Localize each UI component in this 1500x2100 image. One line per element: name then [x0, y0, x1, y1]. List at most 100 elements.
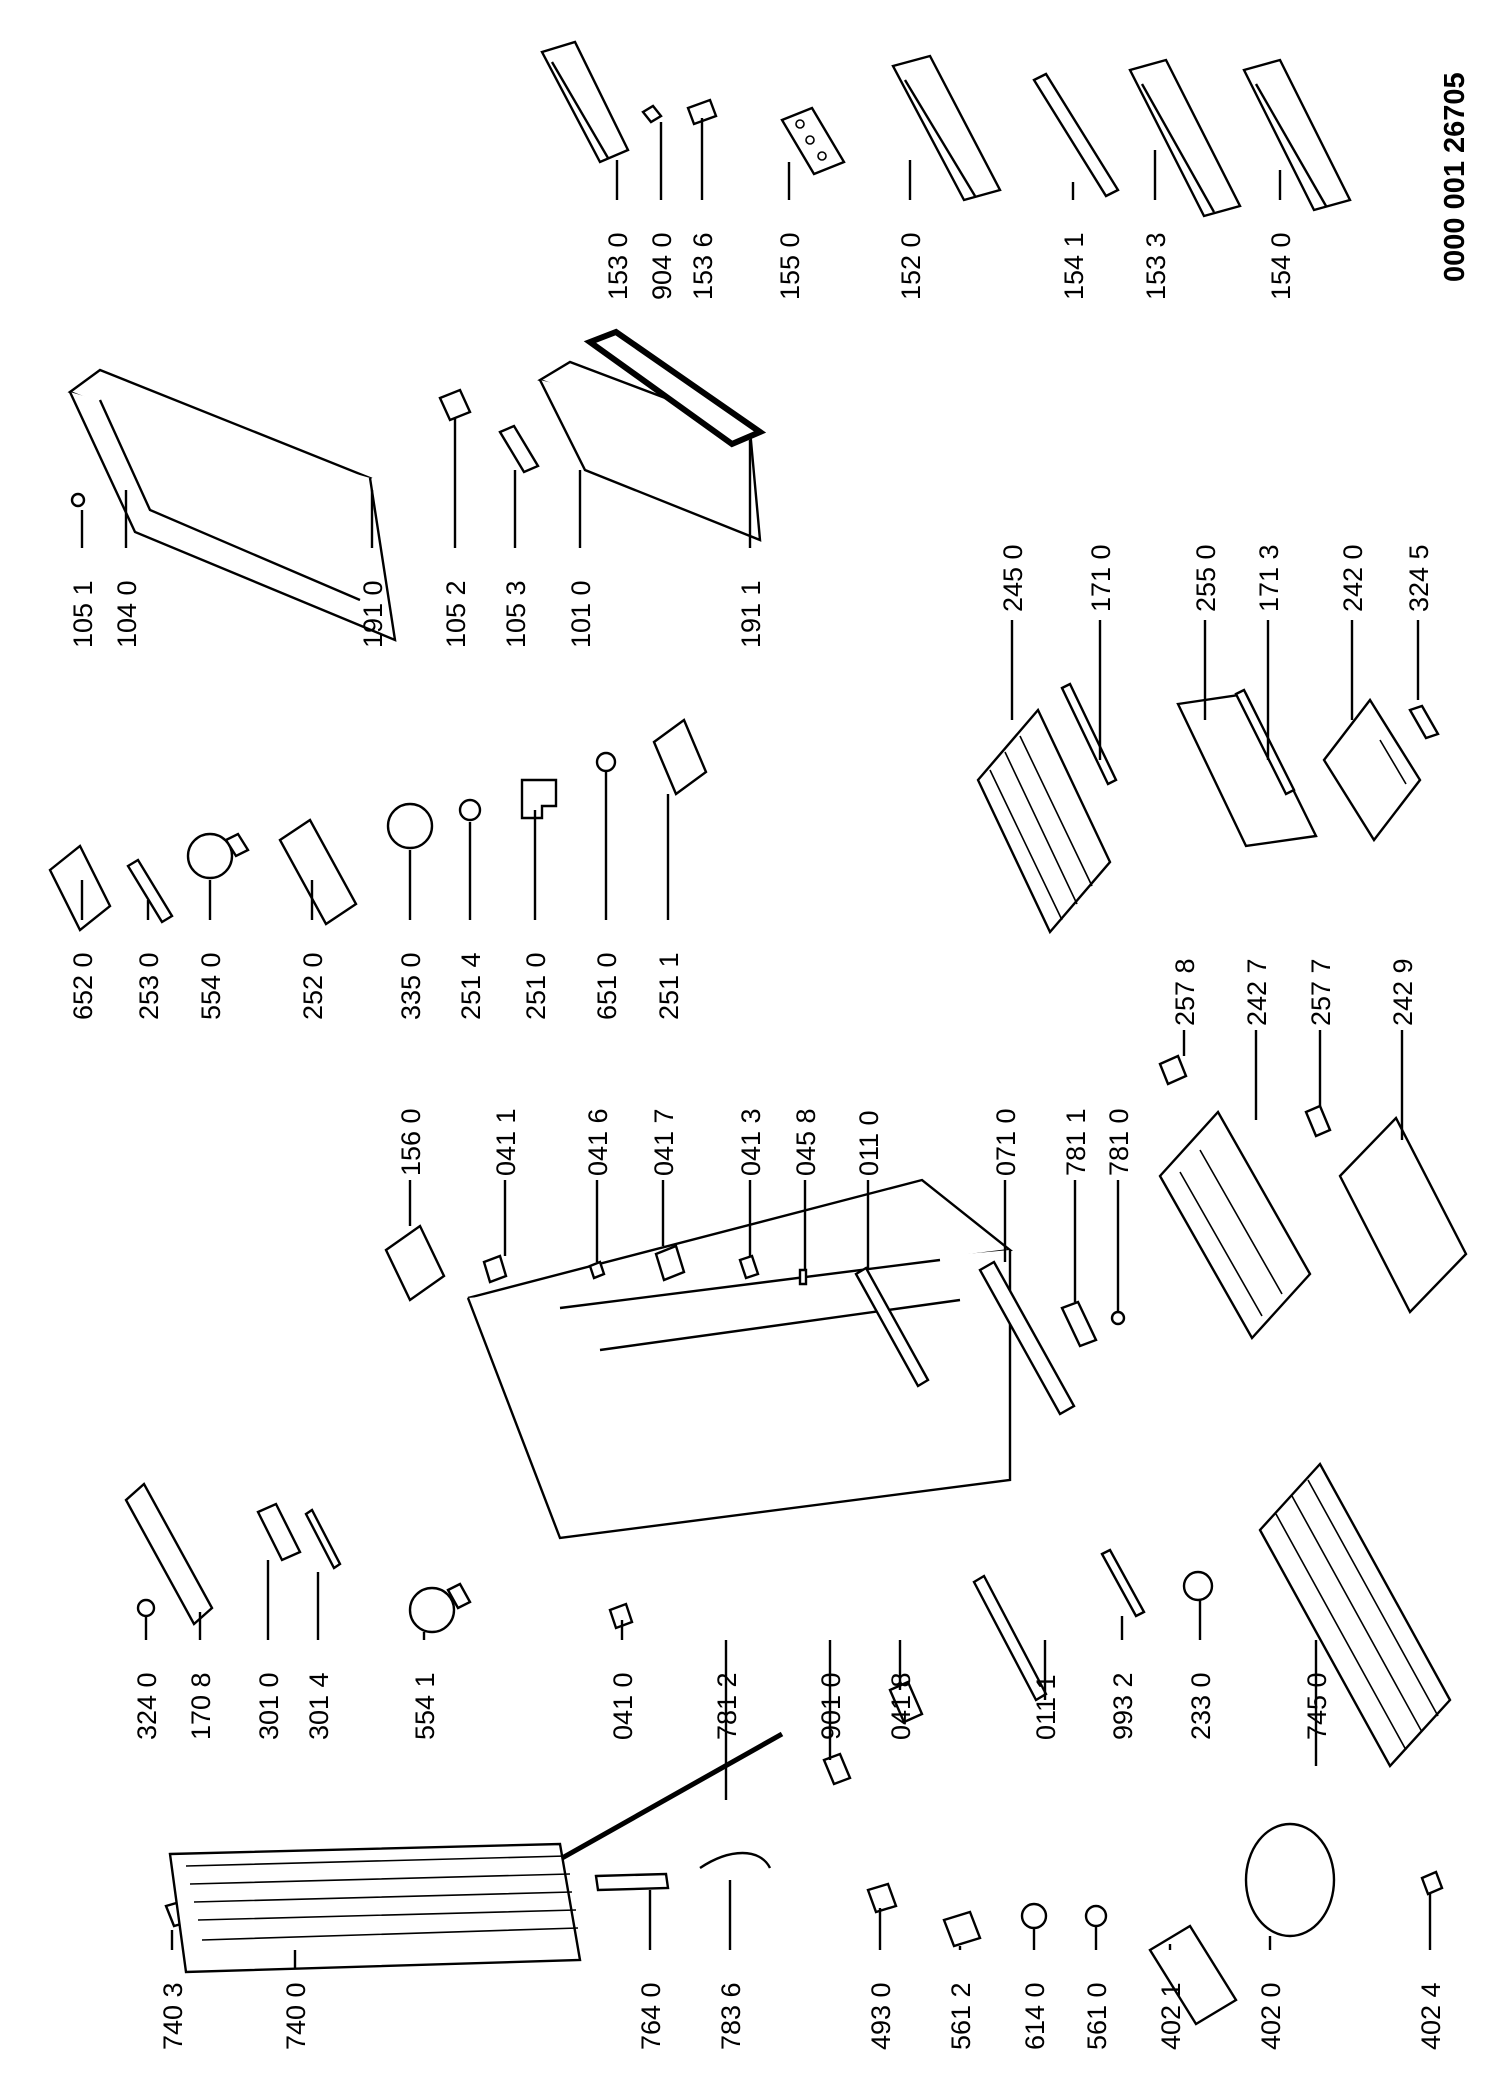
label-257-8: 257 8: [1170, 958, 1200, 1026]
label-101-0: 101 0: [566, 580, 596, 648]
label-324-0: 324 0: [132, 1672, 162, 1740]
label-071-0: 071 0: [991, 1108, 1021, 1176]
label-402-1: 402 1: [1156, 1982, 1186, 2050]
cover-257-8-drawing: [1158, 1054, 1188, 1086]
label-011-0: 011 0: [854, 1110, 884, 1176]
label-652-0: 652 0: [68, 952, 98, 1020]
door-shelf-153-3-drawing: [1128, 58, 1242, 218]
screw-045-8-drawing: [798, 1268, 808, 1286]
bracket-901-0-drawing: [822, 1752, 852, 1786]
housing-251-1-drawing: [652, 718, 708, 796]
label-993-2: 993 2: [1108, 1672, 1138, 1740]
label-554-0: 554 0: [196, 952, 226, 1020]
door-shelf-153-0-drawing: [540, 40, 630, 164]
label-764-0: 764 0: [636, 1982, 666, 2050]
label-251-4: 251 4: [456, 952, 486, 1020]
knob-251-4-drawing: [458, 798, 482, 822]
label-252-0: 252 0: [298, 952, 328, 1020]
door-104-0-drawing: [67, 368, 397, 642]
label-493-0: 493 0: [866, 1982, 896, 2050]
support-041-1-drawing: [482, 1254, 508, 1284]
document-code: 0000 001 26705: [1439, 72, 1471, 282]
bracket-781-1-drawing: [1060, 1300, 1098, 1348]
lamp-554-0-drawing: [186, 832, 250, 880]
bracket-041-8-drawing: [888, 1680, 924, 1724]
label-561-2: 561 2: [946, 1982, 976, 2050]
support-041-7-drawing: [654, 1244, 686, 1282]
label-170-8: 170 8: [186, 1672, 216, 1740]
label-740-0: 740 0: [281, 1982, 311, 2050]
bulb-324-0-drawing: [136, 1598, 156, 1618]
label-402-4: 402 4: [1416, 1982, 1446, 2050]
cover-071-0-drawing: [978, 1260, 1076, 1416]
support-041-0-drawing: [608, 1602, 634, 1630]
egg-tray-155-0-drawing: [780, 106, 846, 176]
label-156-0: 156 0: [396, 1108, 426, 1176]
rail-011-0-drawing: [854, 1266, 930, 1388]
label-041-6: 041 6: [583, 1108, 613, 1176]
label-045-8: 045 8: [791, 1108, 821, 1176]
wiring-652-0-drawing: [48, 844, 112, 932]
bottle-shelf-152-0-drawing: [891, 54, 1002, 202]
lamp-housing-170-8-drawing: [124, 1482, 214, 1626]
part-labels: 153 0 904 0 153 6 155 0 152 0 154 1 153 …: [68, 232, 1446, 2050]
glass-shelf-255-0-drawing: [1176, 692, 1318, 848]
label-105-1: 105 1: [68, 580, 98, 648]
plug-781-0-drawing: [1110, 1310, 1126, 1326]
tray-402-1-drawing: [1148, 1924, 1238, 2026]
bracket-153-6-drawing: [686, 98, 718, 126]
label-904-0: 904 0: [647, 232, 677, 300]
label-324-5: 324 5: [1404, 544, 1434, 612]
label-041-1: 041 1: [491, 1108, 521, 1176]
label-155-0: 155 0: [775, 232, 805, 300]
label-651-0: 651 0: [592, 952, 622, 1020]
label-402-0: 402 0: [1256, 1982, 1286, 2050]
starter-561-0-drawing: [1084, 1904, 1108, 1928]
drawer-242-9-drawing: [1338, 1115, 1468, 1315]
thermostat-253-0-drawing: [126, 858, 174, 924]
label-301-4: 301 4: [304, 1672, 334, 1740]
label-041-7: 041 7: [649, 1108, 679, 1176]
label-154-0: 154 0: [1266, 232, 1296, 300]
door-gasket-191-1-drawing: [583, 328, 767, 448]
label-245-0: 245 0: [998, 544, 1028, 612]
shelf-156-0-drawing: [384, 1224, 446, 1302]
compressor-402-0-drawing: [1244, 1822, 1336, 1938]
wire-shelf-245-0-drawing: [976, 707, 1112, 935]
bracket-251-0-drawing: [520, 778, 558, 820]
screw-105-1-drawing: [70, 492, 86, 508]
knob-335-0-drawing: [386, 802, 434, 850]
trim-171-3-drawing: [1234, 688, 1296, 796]
label-251-1: 251 1: [654, 952, 684, 1020]
condenser-745-0-drawing: [1258, 1461, 1452, 1769]
label-740-3: 740 3: [158, 1982, 188, 2050]
label-153-0: 153 0: [603, 232, 633, 300]
leader-lines: [80, 118, 1432, 1968]
relay-561-2-drawing: [942, 1910, 982, 1948]
label-242-0: 242 0: [1338, 544, 1368, 612]
filter-764-0-drawing: [594, 1872, 670, 1892]
drawer-242-7-drawing: [1158, 1109, 1312, 1341]
label-781-1: 781 1: [1061, 1108, 1091, 1176]
label-242-9: 242 9: [1388, 958, 1418, 1026]
label-242-7: 242 7: [1242, 958, 1272, 1026]
label-154-1: 154 1: [1059, 232, 1089, 300]
label-614-0: 614 0: [1020, 1982, 1050, 2050]
label-011-1: 011 1: [1031, 1674, 1061, 1740]
label-783-6: 783 6: [716, 1982, 746, 2050]
trim-171-0-drawing: [1060, 682, 1118, 786]
label-153-3: 153 3: [1141, 232, 1171, 300]
label-781-2: 781 2: [712, 1672, 742, 1740]
grommet-402-4-drawing: [1420, 1870, 1444, 1896]
bracket-493-0-drawing: [866, 1882, 898, 1914]
label-041-8: 041 8: [886, 1672, 916, 1740]
valve-233-0-drawing: [1182, 1570, 1214, 1602]
evaporator-740-0-drawing: [168, 1842, 582, 1974]
label-104-0: 104 0: [112, 580, 142, 648]
strip-301-4-drawing: [304, 1508, 342, 1570]
label-153-6: 153 6: [688, 232, 718, 300]
label-191-0: 191 0: [358, 580, 388, 648]
control-301-0-drawing: [256, 1502, 302, 1562]
label-257-7: 257 7: [1306, 958, 1336, 1026]
lamp-cover-252-0-drawing: [278, 818, 358, 926]
